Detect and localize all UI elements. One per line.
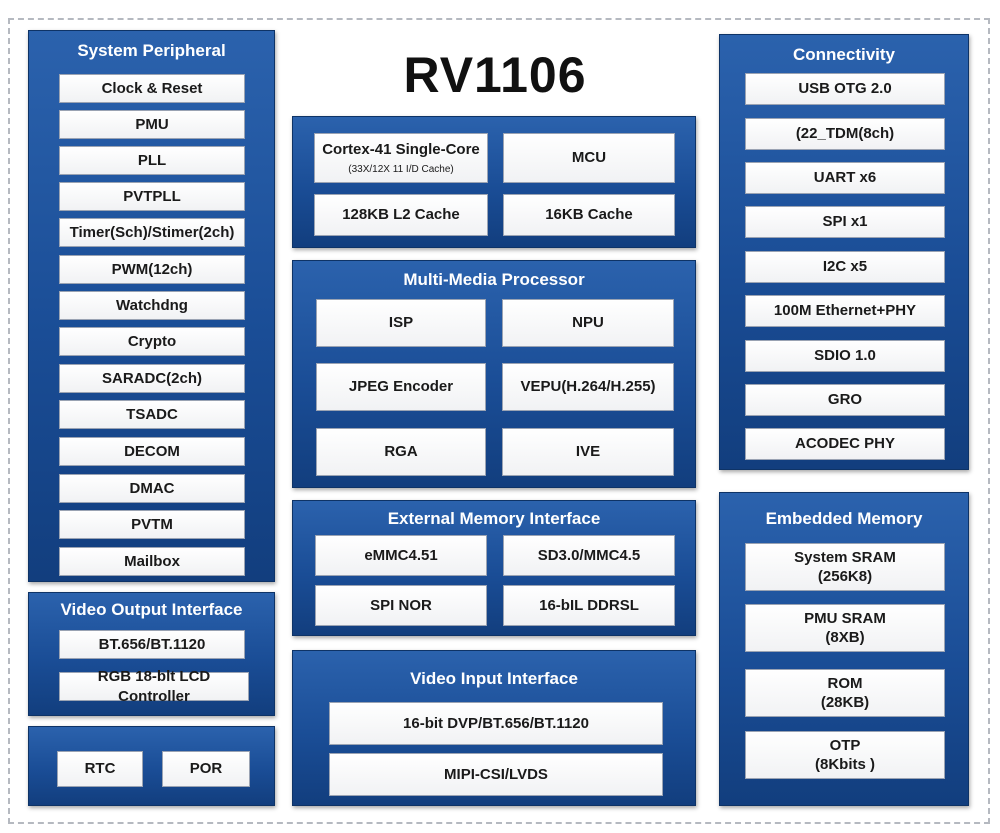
- rtc-box: RTC: [57, 751, 143, 787]
- embedded-memory-panel: Embedded Memory System SRAM (256K8) PMU …: [719, 492, 969, 806]
- emmc-box: eMMC4.51: [315, 535, 487, 576]
- rom-size: (28KB): [820, 694, 870, 711]
- conn-item-tdm: (22_TDM(8ch): [745, 118, 945, 150]
- jpeg-encoder-box: JPEG Encoder: [316, 363, 486, 411]
- emb-item-otp: OTP (8Kbits ): [745, 731, 945, 779]
- cortex-core-label: Cortex-41 Single-Core: [322, 141, 480, 159]
- system-peripheral-panel: System Peripheral Clock & Reset PMU PLL …: [28, 30, 275, 582]
- chip-title: RV1106: [403, 47, 587, 103]
- sp-item-dmac: DMAC: [59, 474, 245, 503]
- video-input-panel: Video Input Interface 16-bit DVP/BT.656/…: [292, 650, 696, 806]
- multimedia-title: Multi-Media Processor: [403, 270, 585, 289]
- rtc-por-panel: RTC POR: [28, 726, 275, 806]
- sp-item-saradc: SARADC(2ch): [59, 364, 245, 393]
- pmu-sram-name: PMU SRAM: [804, 609, 886, 627]
- connectivity-panel: Connectivity USB OTG 2.0 (22_TDM(8ch) UA…: [719, 34, 969, 470]
- mcu-box: MCU: [503, 133, 675, 183]
- embedded-memory-title: Embedded Memory: [765, 509, 923, 528]
- video-output-title: Video Output Interface: [60, 600, 243, 619]
- conn-item-ethernet: 100M Ethernet+PHY: [745, 295, 945, 327]
- conn-item-acodec: ACODEC PHY: [745, 428, 945, 460]
- system-peripheral-title: System Peripheral: [77, 41, 226, 60]
- vo-item-rgb-lcd: RGB 18-blt LCD Controller: [59, 668, 249, 705]
- system-sram-size: (256K8): [817, 568, 873, 585]
- l2-cache-box: 128KB L2 Cache: [314, 194, 488, 236]
- vepu-box: VEPU(H.264/H.255): [502, 363, 674, 411]
- emb-item-system-sram: System SRAM (256K8): [745, 543, 945, 591]
- sp-item-decom: DECOM: [59, 437, 245, 466]
- connectivity-title: Connectivity: [792, 45, 896, 64]
- sp-item-pvtpll: PVTPLL: [59, 182, 245, 211]
- video-output-panel: Video Output Interface BT.656/BT.1120 RG…: [28, 592, 275, 716]
- otp-size: (8Kbits ): [815, 756, 875, 773]
- sp-item-pmu: PMU: [59, 110, 245, 139]
- npu-box: NPU: [502, 299, 674, 347]
- sp-item-pll: PLL: [59, 146, 245, 175]
- ext-memory-panel: External Memory Interface eMMC4.51 SD3.0…: [292, 500, 696, 636]
- conn-item-uart: UART x6: [745, 162, 945, 194]
- conn-item-gro: GRO: [745, 384, 945, 416]
- cortex-core-box: Cortex-41 Single-Core (33X/12X 11 I/D Ca…: [314, 133, 488, 183]
- cpu-panel: Cortex-41 Single-Core (33X/12X 11 I/D Ca…: [292, 116, 696, 248]
- ddr-box: 16-bIL DDRSL: [503, 585, 675, 626]
- conn-item-sdio: SDIO 1.0: [745, 340, 945, 372]
- dvp-box: 16-bit DVP/BT.656/BT.1120: [329, 702, 663, 745]
- 16kb-cache-box: 16KB Cache: [503, 194, 675, 236]
- sp-item-crypto: Crypto: [59, 327, 245, 356]
- video-input-title: Video Input Interface: [410, 669, 578, 688]
- sp-item-timer: Timer(Sch)/Stimer(2ch): [59, 218, 245, 247]
- mipi-csi-box: MIPI-CSI/LVDS: [329, 753, 663, 796]
- system-sram-name: System SRAM: [794, 548, 896, 566]
- sp-item-watchdog: Watchdng: [59, 291, 245, 320]
- otp-name: OTP: [829, 736, 861, 754]
- spi-nor-box: SPI NOR: [315, 585, 487, 626]
- pmu-sram-size: (8XB): [825, 629, 865, 646]
- multimedia-panel: Multi-Media Processor ISP NPU JPEG Encod…: [292, 260, 696, 488]
- sd-mmc-box: SD3.0/MMC4.5: [503, 535, 675, 576]
- emb-item-rom: ROM (28KB): [745, 669, 945, 717]
- conn-item-spi: SPI x1: [745, 206, 945, 238]
- diagram-frame: [8, 18, 990, 824]
- ive-box: IVE: [502, 428, 674, 476]
- conn-item-i2c: I2C x5: [745, 251, 945, 283]
- sp-item-mailbox: Mailbox: [59, 547, 245, 576]
- sp-item-tsadc: TSADC: [59, 400, 245, 429]
- rom-name: ROM: [827, 674, 863, 692]
- vo-item-bt656: BT.656/BT.1120: [59, 630, 245, 659]
- sp-item-pwm: PWM(12ch): [59, 255, 245, 284]
- conn-item-usb-otg: USB OTG 2.0: [745, 73, 945, 105]
- isp-box: ISP: [316, 299, 486, 347]
- ext-memory-title: External Memory Interface: [387, 509, 601, 528]
- cortex-core-cache: (33X/12X 11 I/D Cache): [348, 163, 454, 175]
- sp-item-pvtm: PVTM: [59, 510, 245, 539]
- rga-box: RGA: [316, 428, 486, 476]
- emb-item-pmu-sram: PMU SRAM (8XB): [745, 604, 945, 652]
- por-box: POR: [162, 751, 250, 787]
- sp-item-clock-reset: Clock & Reset: [59, 74, 245, 103]
